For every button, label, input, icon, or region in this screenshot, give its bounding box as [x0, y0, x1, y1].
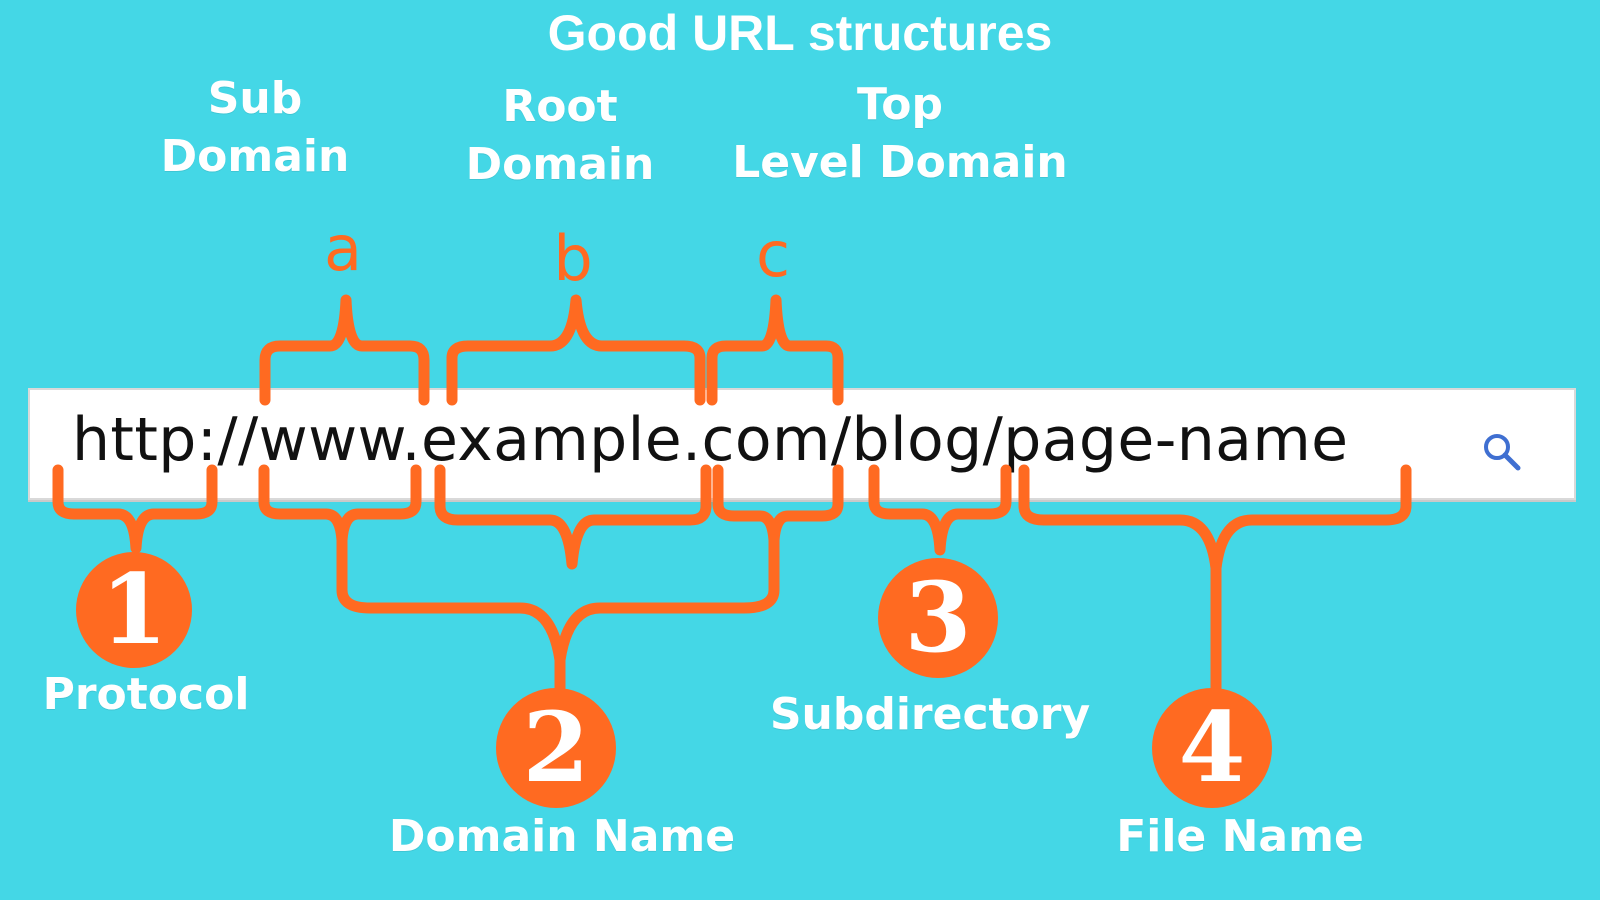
root-domain-label: Root Domain	[445, 78, 675, 194]
brace-a-bottom	[258, 464, 422, 546]
brace-subdirectory	[868, 464, 1012, 556]
letter-c: c	[755, 218, 791, 291]
number-3-badge: 3	[878, 558, 998, 678]
url-bar[interactable]	[28, 388, 1576, 500]
number-2-badge: 2	[496, 688, 616, 808]
top-level-domain-label: Top Level Domain	[705, 76, 1095, 192]
brace-a	[259, 294, 430, 406]
root-domain-label-line2: Domain	[465, 139, 655, 190]
protocol-label: Protocol	[42, 669, 250, 720]
brace-domain-name	[336, 534, 780, 666]
domain-name-label: Domain Name	[388, 811, 736, 862]
subdirectory-label: Subdirectory	[769, 689, 1091, 740]
sub-domain-label-line2: Domain	[160, 131, 350, 182]
letter-a: a	[324, 212, 362, 285]
number-1-badge: 1	[76, 552, 192, 668]
page-title: Good URL structures	[547, 5, 1053, 61]
letter-b: b	[553, 222, 593, 295]
brace-b	[446, 294, 706, 406]
brace-b-bottom	[434, 464, 712, 570]
top-level-domain-label-line1: Top	[857, 79, 943, 130]
brace-protocol	[52, 464, 218, 554]
file-name-label: File Name	[1116, 811, 1364, 862]
url-text: http://www.example.com/blog/page-name	[72, 405, 1349, 475]
sub-domain-label: Sub Domain	[140, 70, 370, 186]
search-icon[interactable]	[1480, 430, 1524, 474]
brace-file-name	[1018, 464, 1412, 574]
brace-c	[706, 294, 844, 406]
sub-domain-label-line1: Sub	[207, 73, 303, 124]
root-domain-label-line1: Root	[502, 81, 618, 132]
brace-c-bottom	[712, 464, 844, 546]
top-level-domain-label-line2: Level Domain	[732, 137, 1068, 188]
number-4-badge: 4	[1152, 688, 1272, 808]
